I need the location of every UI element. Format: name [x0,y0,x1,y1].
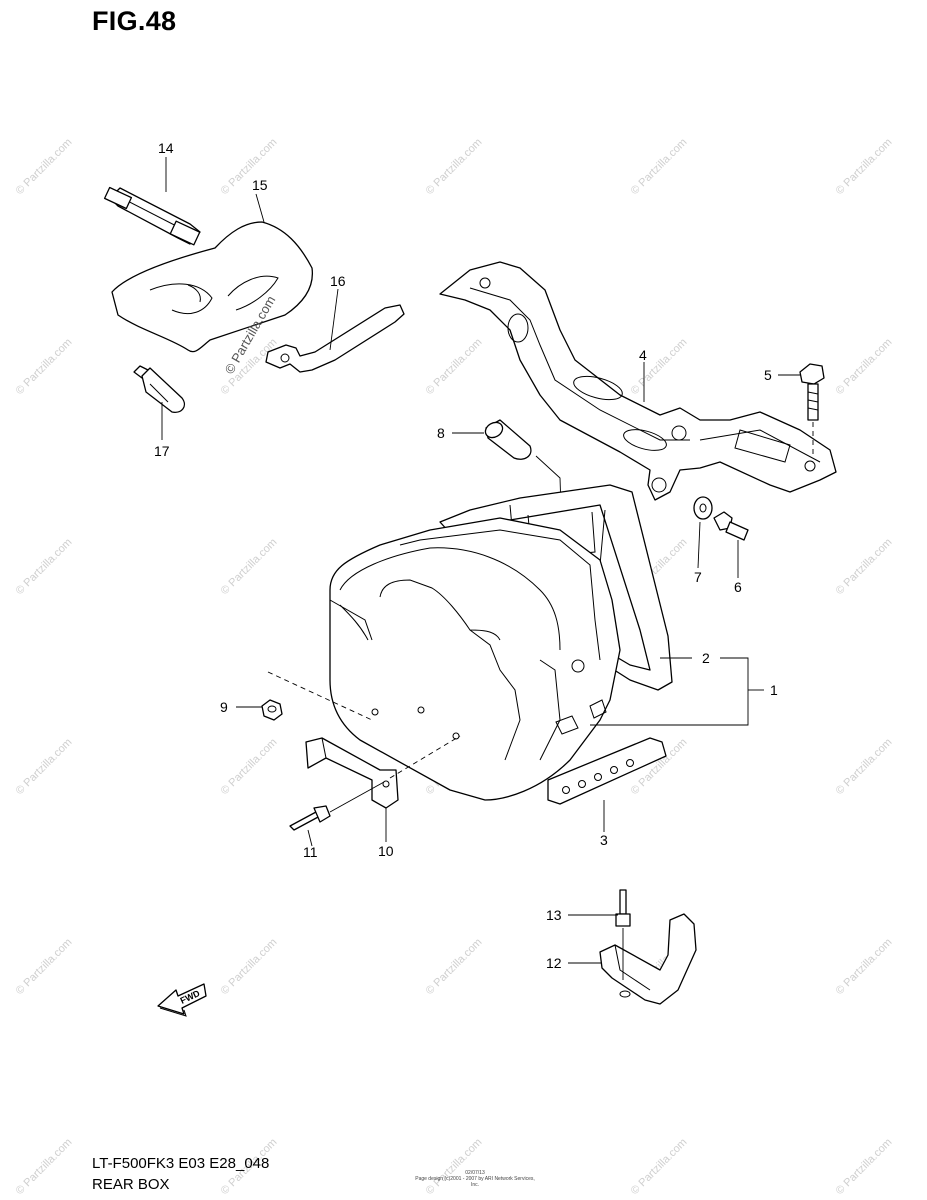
callout-numbers: 1 2 3 4 5 6 7 8 9 10 11 12 13 14 15 16 1… [154,140,778,971]
watermark-text: © Partzilla.com [629,1136,690,1197]
figure-title: FIG.48 [92,6,177,36]
callout-9: 9 [220,699,228,715]
model-code: LT-F500FK3 E03 E28_048 [92,1155,270,1172]
part-bolt-5 [799,363,825,421]
part-rubber-collar [484,419,532,460]
part-rivet-13 [615,889,631,927]
part-nut [261,699,283,721]
watermark-text: © Partzilla.com [219,736,280,797]
callout-17: 17 [154,443,170,459]
callout-8: 8 [437,425,445,441]
callout-6: 6 [734,579,742,595]
section-name: REAR BOX [92,1176,170,1193]
rivet-11-guide-line-2 [389,735,461,779]
watermark-text: © Partzilla.com [14,536,75,597]
watermark-text: © Partzilla.com [834,736,895,797]
watermark-text: © Partzilla.com [14,936,75,997]
watermark-text: © Partzilla.com [14,736,75,797]
watermark-text: © Partzilla.com [424,136,485,197]
watermark-text: © Partzilla.com [14,1136,75,1197]
watermark-text: © Partzilla.com [834,536,895,597]
part-grommet-pin [133,365,186,413]
watermark-text: © Partzilla.com [834,336,895,397]
footer-copyright: Page design (c)2001 - 2007 by ARI Networ… [415,1176,535,1188]
part-side-plate [547,737,667,805]
part-rear-box [329,517,621,801]
watermark-text: © Partzilla.com [14,136,75,197]
callout-16: 16 [330,273,346,289]
part-bolt-6 [713,511,749,541]
watermark-text: © Partzilla.com [629,136,690,197]
watermark-text: © Partzilla.com [219,936,280,997]
watermark-text: © Partzilla.com [834,136,895,197]
callout-2: 2 [702,650,710,666]
leader-lines [161,157,800,964]
watermark-text: © Partzilla.com [14,336,75,397]
part-wrench [265,304,405,373]
nut-guide-line [267,671,373,721]
watermark-text: © Partzilla.com [834,936,895,997]
watermark-text: © Partzilla.com [629,336,690,397]
callout-5: 5 [764,367,772,383]
callout-12: 12 [546,955,562,971]
callout-11: 11 [303,844,318,860]
part-strap [103,186,201,246]
part-mount-bracket [599,913,697,1005]
watermark-text: © Partzilla.com [219,136,280,197]
footer-small-print: 02/07/13 Page design (c)2001 - 2007 by A… [415,1170,535,1188]
watermark-text: © Partzilla.com [834,1136,895,1197]
part-carrier-bracket [439,261,837,501]
fwd-arrow-icon: FWD [157,983,207,1017]
watermark-text: © Partzilla.com [219,536,280,597]
callout-7: 7 [694,569,702,585]
callout-13: 13 [546,907,562,923]
part-washer [693,496,713,520]
footer-date: 02/07/13 [465,1170,485,1176]
callout-15: 15 [252,177,268,193]
callout-1: 1 [770,682,778,698]
callout-4: 4 [639,347,647,363]
rivet-11-guide-line [329,781,385,813]
part-rivet-11 [289,805,331,831]
callout-3: 3 [600,832,608,848]
watermark-text: © Partzilla.com [424,336,485,397]
callout-14: 14 [158,140,174,156]
callout-10: 10 [378,843,394,859]
watermark-text: © Partzilla.com [424,936,485,997]
